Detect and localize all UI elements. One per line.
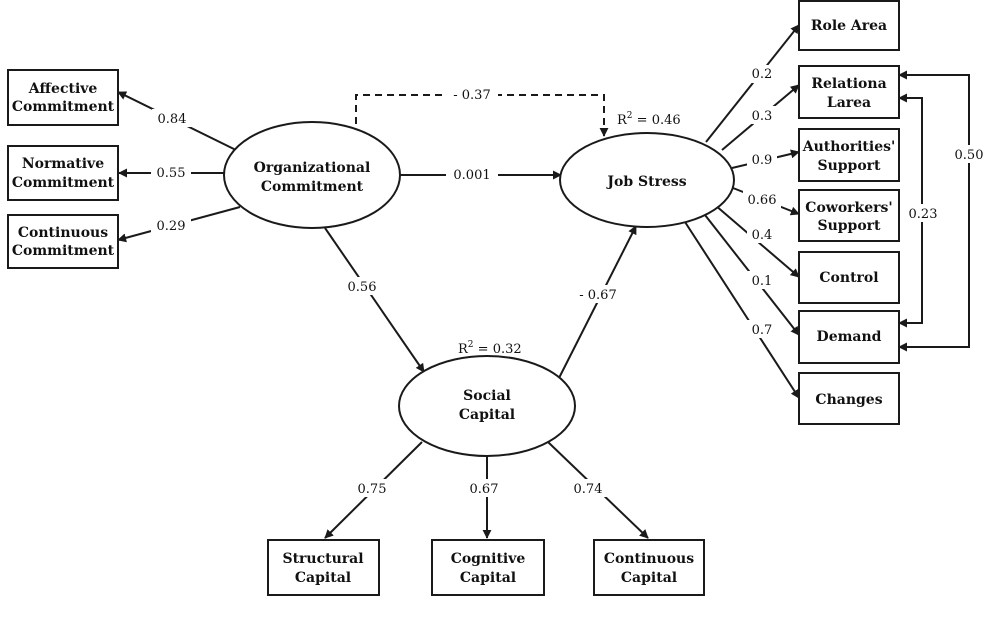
node-label: Control [819, 270, 878, 286]
node-org-commitment: Organizational Commitment [223, 121, 401, 229]
node-normative-commitment: Normative Commitment [7, 145, 119, 201]
node-label: Social [463, 388, 511, 404]
node-label: Changes [815, 392, 882, 408]
node-cognitive-capital: Cognitive Capital [431, 539, 545, 596]
label-relational-demand-inner: 0.23 [909, 207, 938, 222]
node-label: Commitment [12, 175, 115, 191]
node-label: Job Stress [605, 174, 686, 190]
label-oc-sc: 0.56 [348, 280, 377, 295]
node-label: Commitment [261, 179, 364, 195]
node-label: Demand [817, 329, 882, 345]
node-job-stress: Job Stress [559, 132, 735, 228]
label-oc-js: 0.001 [453, 168, 490, 183]
node-label: Organizational [254, 160, 371, 176]
label-js-control: 0.4 [752, 228, 773, 243]
edge-oc-sc [324, 227, 425, 373]
edge-relational-demand-outer [898, 70, 970, 352]
r-squared-social-capital: R2 = 0.32 [458, 340, 522, 357]
node-label: Coworkers' [805, 200, 892, 216]
node-label: Normative [22, 156, 104, 172]
label-sc-cognitive: 0.67 [470, 482, 499, 497]
node-continuous-capital: Continuous Capital [593, 539, 705, 596]
label-oc-continuous: 0.29 [157, 219, 186, 234]
node-label: Capital [295, 570, 351, 586]
label-sc-structural: 0.75 [358, 482, 387, 497]
label-relational-demand-outer: 0.50 [955, 148, 984, 163]
node-label: Authorities' [802, 139, 896, 155]
node-label: Support [817, 218, 881, 234]
edge-js-role [705, 24, 800, 143]
label-js-role: 0.2 [752, 67, 773, 82]
node-structural-capital: Structural Capital [267, 539, 380, 596]
label-js-demand: 0.1 [752, 274, 773, 289]
node-coworkers-support: Coworkers' Support [798, 189, 900, 242]
label-js-coworkers: 0.66 [748, 193, 777, 208]
node-label: Capital [621, 570, 677, 586]
node-label: Commitment [12, 99, 115, 115]
label-oc-js-dashed: - 0.37 [453, 88, 490, 103]
node-label: Support [817, 158, 881, 174]
node-label: Role Area [811, 18, 887, 34]
label-oc-affective: 0.84 [158, 112, 187, 127]
edge-labels: 0.84 0.55 0.29 - 0.37 0.001 0.56 - 0.67 … [151, 65, 988, 497]
node-label: Affective [28, 81, 98, 97]
node-authorities-support: Authorities' Support [798, 128, 900, 182]
node-label: Capital [460, 570, 516, 586]
edge-js-changes [684, 221, 800, 399]
label-js-changes: 0.7 [752, 323, 773, 338]
node-demand: Demand [798, 310, 900, 364]
node-label: Cognitive [451, 551, 526, 567]
node-label: Relationa [811, 76, 886, 92]
label-sc-continuous: 0.74 [574, 482, 603, 497]
label-js-relational: 0.3 [752, 109, 773, 124]
node-label: Larea [827, 95, 871, 111]
node-label: Continuous [18, 225, 108, 241]
node-role-area: Role Area [798, 0, 900, 51]
r-squared-job-stress: R2 = 0.46 [617, 111, 681, 128]
node-control: Control [798, 251, 900, 304]
node-label: Structural [282, 551, 363, 567]
node-label: Commitment [12, 243, 115, 259]
node-social-capital: Social Capital [398, 355, 576, 457]
node-continuous-commitment: Continuous Commitment [7, 214, 119, 269]
label-oc-normative: 0.55 [157, 166, 186, 181]
label-sc-js: - 0.67 [579, 288, 616, 303]
node-label: Continuous [604, 551, 694, 567]
node-affective-commitment: Affective Commitment [7, 69, 119, 126]
node-changes: Changes [798, 372, 900, 425]
node-label: Capital [459, 407, 515, 423]
node-relational-area: Relationa Larea [798, 65, 900, 119]
label-js-authorities: 0.9 [752, 153, 773, 168]
